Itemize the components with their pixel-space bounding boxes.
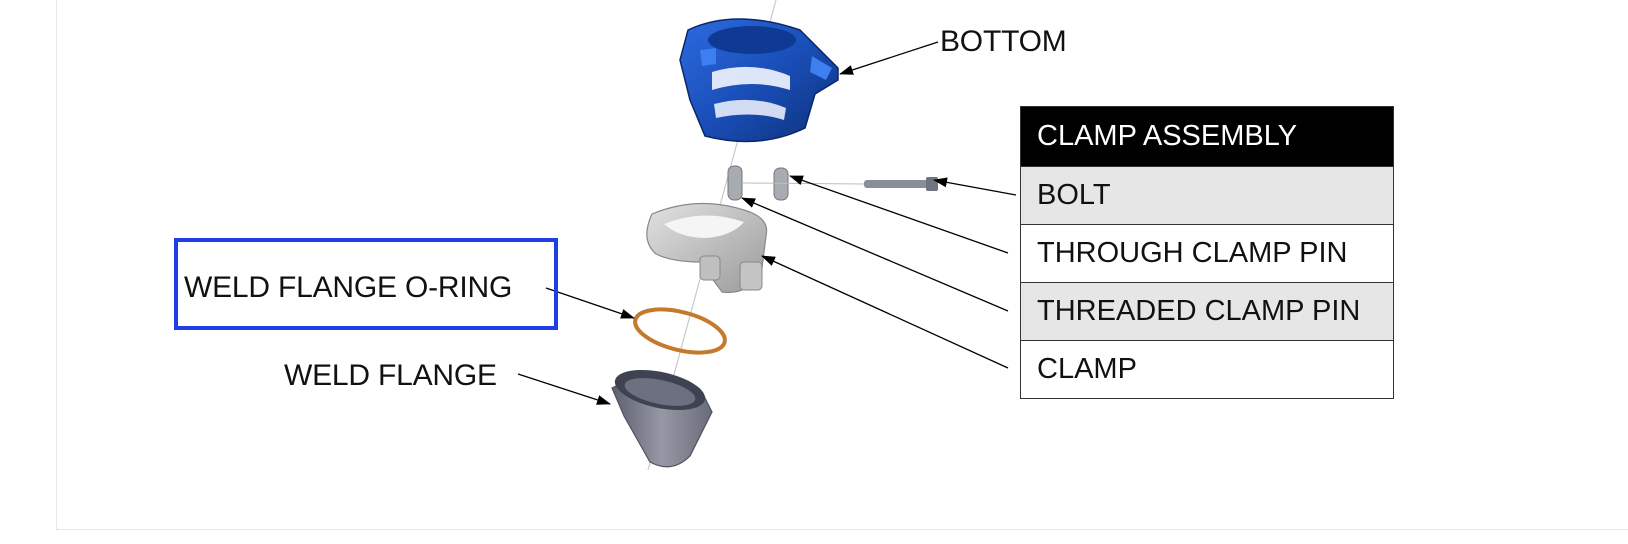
leader-weld-flange-oring	[545, 287, 635, 319]
oring-part	[633, 307, 727, 355]
legend-title: CLAMP ASSEMBLY	[1021, 107, 1393, 166]
highlight-box	[174, 238, 558, 330]
leader-weld-flange	[517, 373, 611, 405]
callout-bottom: BOTTOM	[940, 25, 1067, 58]
leader-through-clamp-pin	[789, 175, 1009, 254]
leader-bolt	[933, 177, 1017, 196]
leader-threaded-clamp-pin	[741, 197, 1009, 312]
page-border	[56, 0, 1628, 530]
bottom-part	[679, 18, 839, 143]
legend-row-threaded-clamp-pin: THREADED CLAMP PIN	[1021, 282, 1393, 340]
callout-weld-flange: WELD FLANGE	[284, 359, 497, 392]
leader-clamp	[761, 255, 1009, 369]
leader-bottom	[839, 41, 939, 75]
callout-weld-flange-oring: WELD FLANGE O-RING	[184, 271, 513, 304]
clamp-part	[646, 202, 768, 294]
legend-row-through-clamp-pin: THROUGH CLAMP PIN	[1021, 224, 1393, 282]
leader-lines	[517, 41, 1017, 405]
bolt-part	[864, 177, 938, 191]
weld-flange-part	[611, 369, 713, 468]
legend-row-bolt: BOLT	[1021, 166, 1393, 224]
clamp-assembly-legend: CLAMP ASSEMBLY BOLT THROUGH CLAMP PIN TH…	[1020, 106, 1394, 399]
clamp-pins	[727, 165, 865, 201]
legend-row-clamp: CLAMP	[1021, 340, 1393, 398]
